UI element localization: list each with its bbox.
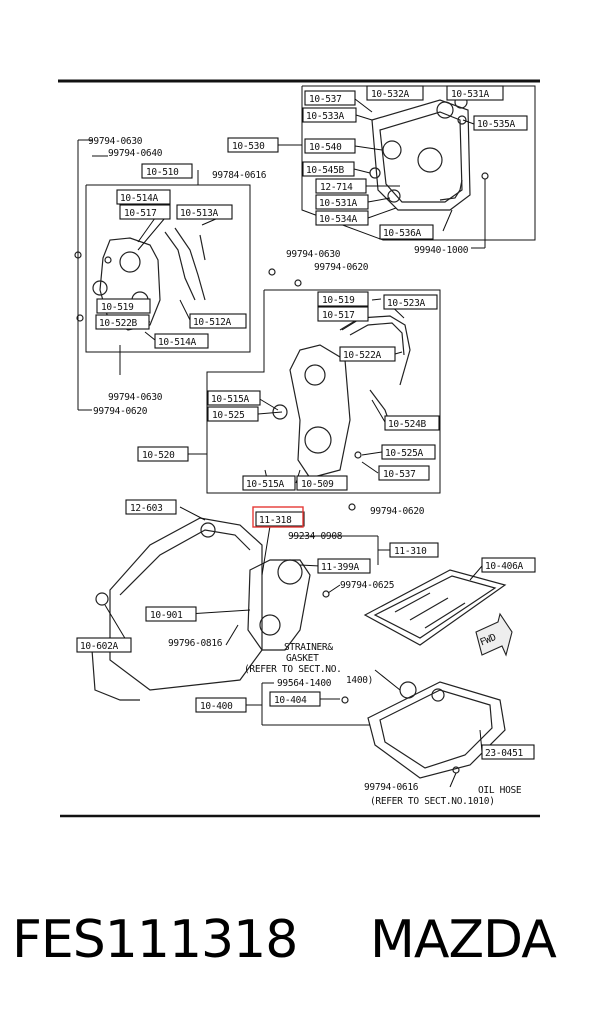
label-10-533A: 10-533A <box>306 111 345 122</box>
bolt-99794-0640: 99794-0640 <box>108 148 163 159</box>
label-10-545B: 10-545B <box>306 165 345 176</box>
label-10-531A: 10-531A <box>451 89 490 100</box>
label-10-525: 10-525 <box>212 410 245 421</box>
notes: STRAINER& GASKET (REFER TO SECT.NO. 1400… <box>244 642 522 807</box>
bolt-99794-0620-c: 99794-0620 <box>370 506 425 517</box>
label-10-517: 10-517 <box>124 208 157 219</box>
fwd-arrow: FWD <box>475 612 513 657</box>
label-10-525A: 10-525A <box>385 448 424 459</box>
label-10-514A: 10-514A <box>120 193 159 204</box>
label-10-532A: 10-532A <box>371 89 410 100</box>
label-10-509: 10-509 <box>301 479 334 490</box>
label-11-399A: 11-399A <box>321 562 360 573</box>
label-10-520: 10-520 <box>142 450 175 461</box>
label-23-0451: 23-0451 <box>485 748 524 759</box>
label-boxes: 10-537 10-532A 10-531A 10-533A 10-535A 1… <box>76 85 536 760</box>
oil-pan-gasket <box>363 569 507 646</box>
label-10-515A-b: 10-515A <box>246 479 285 490</box>
label-10-602A: 10-602A <box>80 641 119 652</box>
label-10-404: 10-404 <box>274 695 307 706</box>
label-11-310: 11-310 <box>394 546 427 557</box>
bolt-99794-0625: 99794-0625 <box>340 580 394 591</box>
label-10-537: 10-537 <box>309 94 342 105</box>
engine-block <box>91 517 263 701</box>
brand-name: MAZDA <box>370 910 557 970</box>
label-10-522A: 10-522A <box>343 350 382 361</box>
bolt-labels: 99794-0630 99794-0640 99784-0616 99940-1… <box>88 136 469 793</box>
label-10-534A: 10-534A <box>319 214 358 225</box>
bolt-99234-0908: 99234-0908 <box>288 531 343 542</box>
bolt-99794-0620-b: 99794-0620 <box>93 406 148 417</box>
label-10-513A: 10-513A <box>180 208 219 219</box>
label-10-537-b: 10-537 <box>383 469 416 480</box>
note-oil-hose-1: OIL HOSE <box>478 785 522 796</box>
label-10-535A: 10-535A <box>477 119 516 130</box>
label-10-512A: 10-512A <box>193 317 232 328</box>
note-strainer-2: GASKET <box>286 653 319 664</box>
bolt-99796-0816: 99796-0816 <box>168 638 223 649</box>
bolt-99794-0620-a: 99794-0620 <box>314 262 369 273</box>
bolt-99794-0630-c: 99794-0630 <box>108 392 163 403</box>
parts-diagram: FWD <box>58 79 540 818</box>
label-10-522B: 10-522B <box>99 318 138 329</box>
bolt-99794-0616: 99794-0616 <box>364 782 419 793</box>
note-oil-hose-2: (REFER TO SECT.NO.1010) <box>370 796 495 807</box>
label-10-519: 10-519 <box>101 302 134 313</box>
bolt-99940-1000: 99940-1000 <box>414 245 469 256</box>
label-10-517-b: 10-517 <box>322 310 355 321</box>
label-10-515A: 10-515A <box>211 394 250 405</box>
label-10-536A: 10-536A <box>383 228 422 239</box>
label-10-530: 10-530 <box>232 141 265 152</box>
note-strainer-1: STRAINER& <box>284 642 333 653</box>
highlight-11-318 <box>252 506 304 528</box>
label-12-714: 12-714 <box>320 182 353 193</box>
label-12-603: 12-603 <box>130 503 163 514</box>
label-10-901: 10-901 <box>150 610 183 621</box>
bolt-99564-1400: 99564-1400 <box>277 678 332 689</box>
bolt-99794-0630-b: 99794-0630 <box>286 249 341 260</box>
label-10-400: 10-400 <box>200 701 233 712</box>
label-10-514A-b: 10-514A <box>158 337 197 348</box>
label-10-523A: 10-523A <box>387 298 426 309</box>
caption: FES111318 MAZDA <box>0 890 600 990</box>
note-strainer-4: 1400) <box>346 675 373 686</box>
label-10-524B: 10-524B <box>388 419 427 430</box>
note-strainer-3: (REFER TO SECT.NO. <box>244 664 342 675</box>
part-number: FES111318 <box>12 910 298 970</box>
group-front-cover <box>278 85 536 249</box>
label-10-510: 10-510 <box>146 167 179 178</box>
bolt-99784-0616: 99784-0616 <box>212 170 267 181</box>
label-10-531A-b: 10-531A <box>319 198 358 209</box>
label-10-519-b: 10-519 <box>322 295 355 306</box>
label-11-318: 11-318 <box>259 515 292 526</box>
bolt-99794-0630-a: 99794-0630 <box>88 136 143 147</box>
oil-pump <box>247 559 330 651</box>
label-10-540: 10-540 <box>309 142 342 153</box>
label-10-406A: 10-406A <box>485 561 524 572</box>
oil-pan <box>341 681 506 779</box>
